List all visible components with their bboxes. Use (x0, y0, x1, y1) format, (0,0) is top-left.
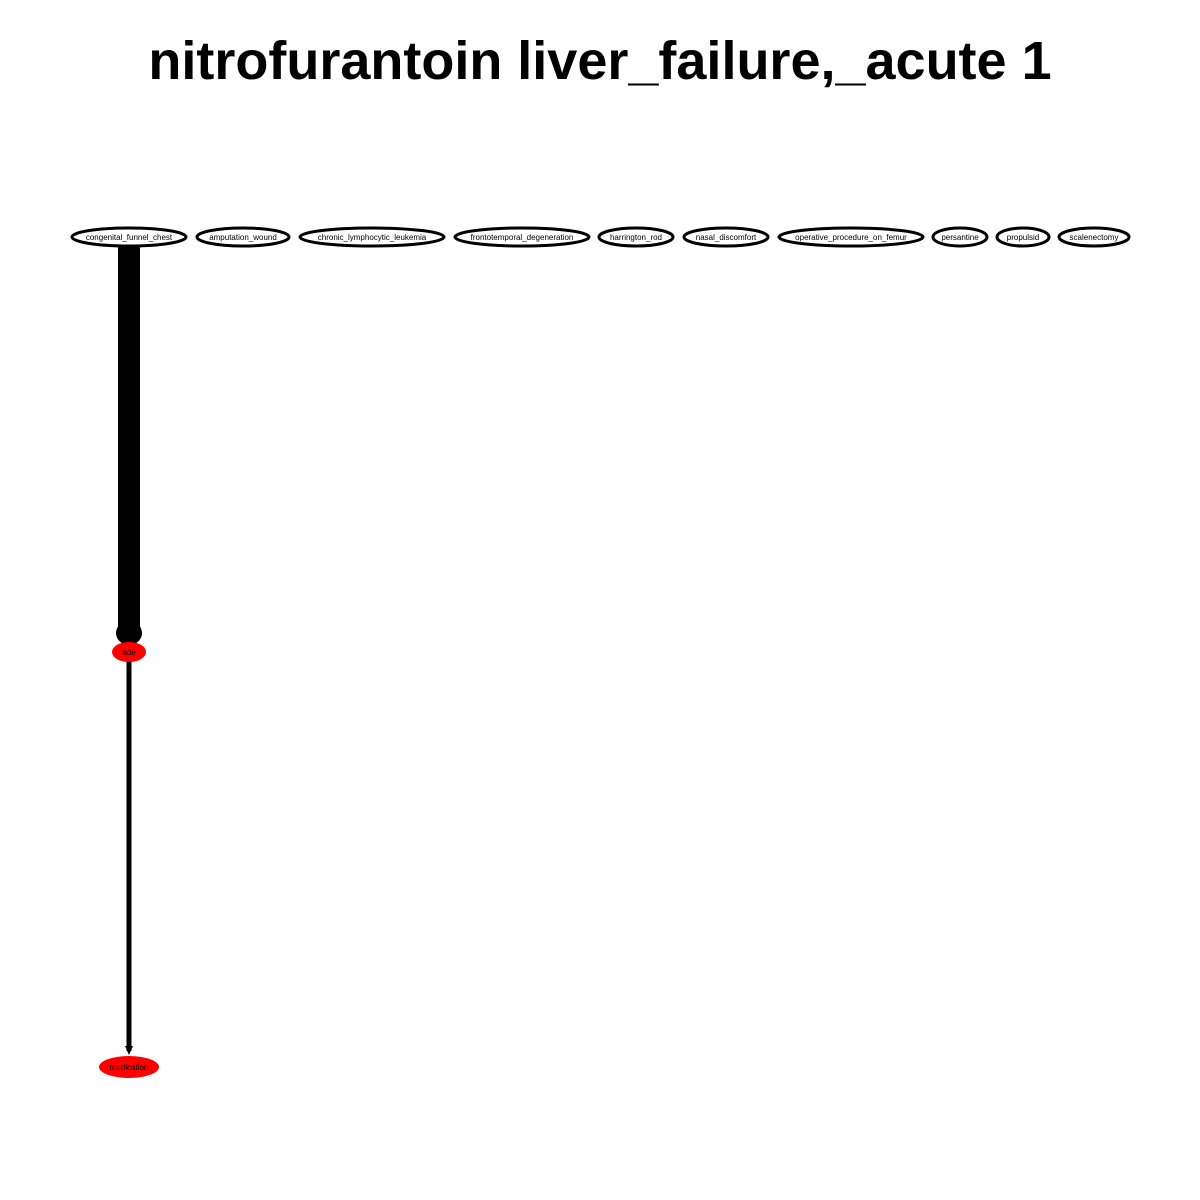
node-shape (298, 226, 446, 248)
node-label: congenital_funnel_chest (86, 233, 173, 242)
nodes-layer: congenital_funnel_chest amputation_wound c… (70, 226, 1131, 1078)
node-label: scalenectomy (1070, 233, 1119, 242)
node-shape (682, 226, 770, 248)
node-nasal-discomfort: nasal_discomfort (682, 226, 770, 248)
node-label: medication (110, 1063, 149, 1072)
node-shape (597, 226, 675, 248)
edge-ade-to-medication (125, 660, 133, 1055)
node-label: harrington_rod (610, 233, 662, 242)
node-label: propulsid (1007, 233, 1039, 242)
graph-title: nitrofurantoin liver_failure,_acute 1 (148, 31, 1052, 91)
node-shape (777, 226, 925, 248)
node-frontotemporal-degeneration: frontotemporal_degeneration (453, 226, 591, 248)
node-scalenectomy: scalenectomy (1057, 226, 1131, 248)
node-persantine: persantine (931, 226, 989, 248)
node-shape (112, 642, 146, 662)
node-ade: ade (112, 642, 146, 662)
node-shape (99, 1056, 159, 1078)
node-chronic-lymphocytic-leukemia: chronic_lymphocytic_leukemia (298, 226, 446, 248)
node-propulsid: propulsid (995, 226, 1051, 248)
node-shape (195, 226, 291, 248)
node-label: chronic_lymphocytic_leukemia (318, 233, 427, 242)
node-label: ade (122, 648, 136, 657)
node-amputation-wound: amputation_wound (195, 226, 291, 248)
node-operative-procedure-on-femur: operative_procedure_on_femur (777, 226, 925, 248)
edge-arrowhead (125, 1046, 133, 1055)
node-label: amputation_wound (209, 233, 277, 242)
node-label: nasal_discomfort (696, 233, 757, 242)
node-label: persantine (941, 233, 979, 242)
edges-layer (116, 238, 142, 1055)
node-shape (453, 226, 591, 248)
node-harrington-rod: harrington_rod (597, 226, 675, 248)
node-shape (931, 226, 989, 248)
node-shape (1057, 226, 1131, 248)
node-shape (70, 226, 188, 248)
node-medication: medication (99, 1056, 159, 1078)
node-shape (995, 226, 1051, 248)
edge-congenital_funnel_chest-to-ade (116, 238, 142, 645)
edge-arrowhead (116, 621, 142, 645)
node-label: frontotemporal_degeneration (471, 233, 574, 242)
node-label: operative_procedure_on_femur (795, 233, 907, 242)
node-congenital-funnel-chest: congenital_funnel_chest (70, 226, 188, 248)
